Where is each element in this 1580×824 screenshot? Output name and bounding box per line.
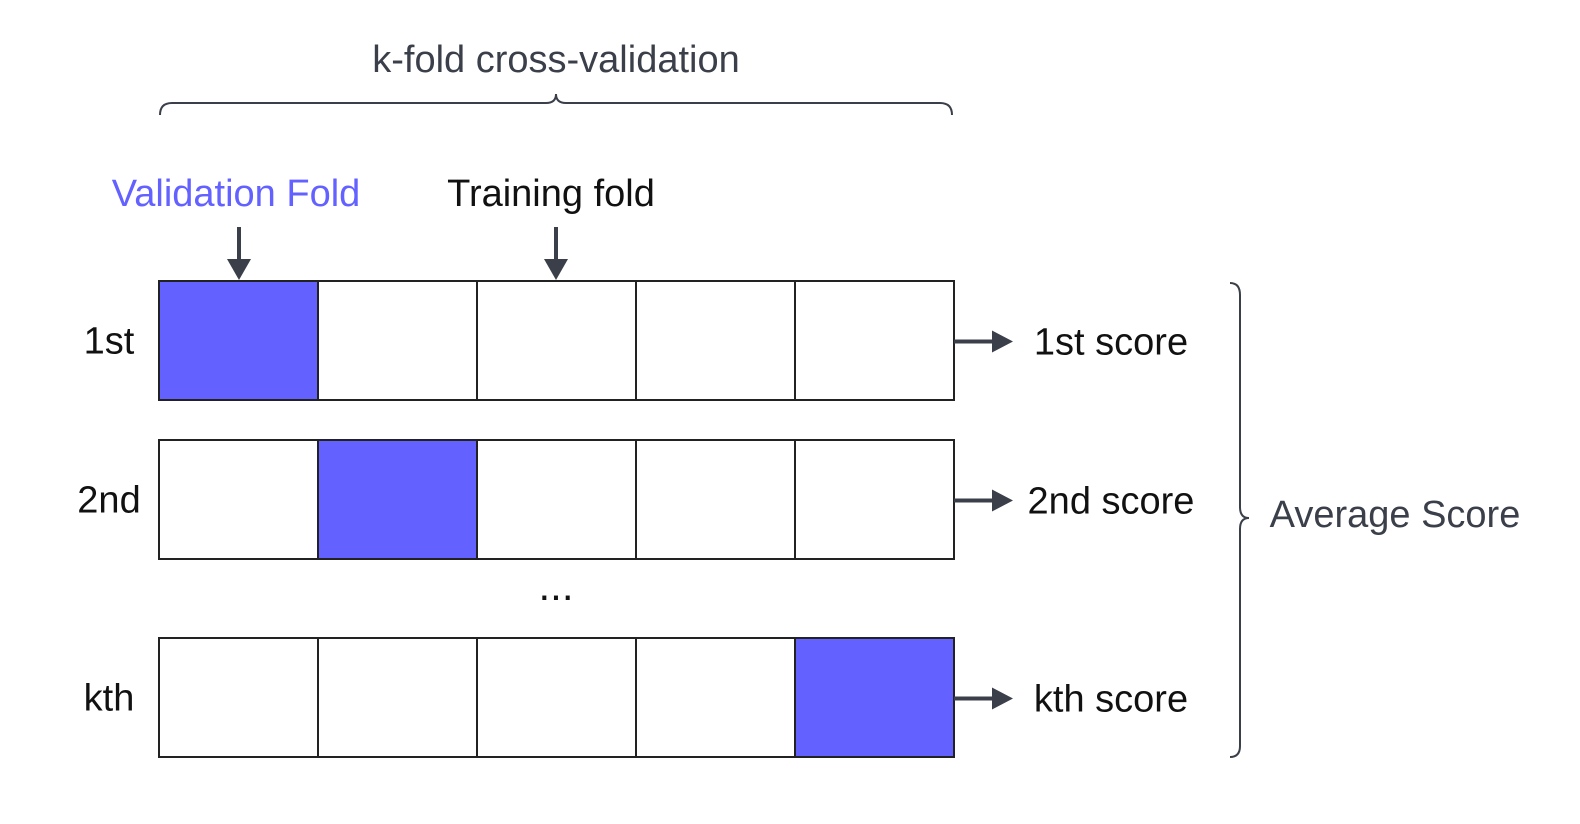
row-label: kth <box>84 678 135 720</box>
validation-fold-cell <box>317 439 478 560</box>
training-fold-cell <box>635 637 796 758</box>
training-fold-cell <box>158 637 319 758</box>
right-brace-icon <box>1229 282 1250 758</box>
diagram-title: k-fold cross-validation <box>372 39 739 81</box>
right-arrow-icon <box>954 489 1013 512</box>
training-down-arrow-icon <box>544 227 568 280</box>
validation-down-arrow-icon <box>227 227 251 280</box>
training-fold-cell <box>476 637 637 758</box>
training-fold-cell <box>794 280 955 401</box>
training-fold-cell <box>476 439 637 560</box>
training-fold-cell <box>476 280 637 401</box>
fold-rows: 1st 1st score 2nd 2nd score kth kth score <box>77 280 1195 758</box>
training-fold-cell <box>635 439 796 560</box>
training-fold-cell <box>317 637 478 758</box>
row-label: 1st <box>84 321 135 363</box>
validation-fold-cell <box>794 637 955 758</box>
ellipsis: ... <box>538 562 573 609</box>
row-label: 2nd <box>77 480 140 522</box>
validation-fold-cell <box>158 280 319 401</box>
training-fold-label: Training fold <box>447 173 655 215</box>
row-score-label: kth score <box>1034 679 1188 721</box>
fold-row: 2nd 2nd score <box>77 439 1195 560</box>
right-arrow-icon <box>954 330 1013 353</box>
validation-fold-label: Validation Fold <box>112 173 361 215</box>
average-score-label: Average Score <box>1270 494 1521 536</box>
row-score-label: 1st score <box>1034 322 1188 364</box>
row-score-label: 2nd score <box>1028 481 1195 523</box>
training-fold-cell <box>794 439 955 560</box>
training-fold-cell <box>158 439 319 560</box>
top-brace-icon <box>159 93 953 116</box>
right-arrow-icon <box>954 687 1013 710</box>
fold-row: kth kth score <box>84 637 1188 758</box>
fold-row: 1st 1st score <box>84 280 1188 401</box>
training-fold-cell <box>635 280 796 401</box>
training-fold-cell <box>317 280 478 401</box>
